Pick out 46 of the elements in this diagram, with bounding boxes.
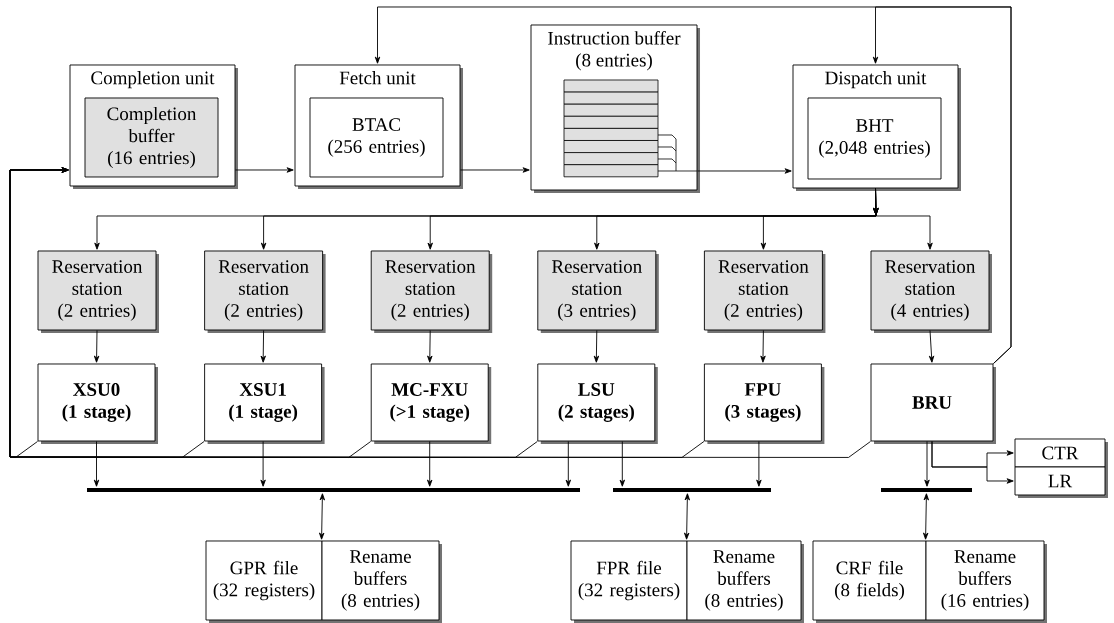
register-file-box: GPR file (32 registers) xyxy=(205,540,325,623)
reservation-station-box: Reservation station (2 entries) xyxy=(370,250,493,333)
register-file-box: Rename buffers (16 entries) xyxy=(925,540,1047,623)
arrow xyxy=(93,330,100,363)
arrow xyxy=(9,167,871,458)
arrow xyxy=(619,441,625,487)
double-arrow xyxy=(923,493,929,540)
arrow xyxy=(924,441,930,487)
reservation-station-box: Reservation station (2 entries) xyxy=(703,250,826,333)
register-file-box: Rename buffers (8 entries) xyxy=(321,540,442,623)
arrow xyxy=(931,441,1014,484)
arrow xyxy=(873,188,933,250)
arrow xyxy=(565,441,571,487)
execution-unit-box: LSU (2 stages) xyxy=(537,363,658,444)
arrow xyxy=(260,330,266,363)
arrow xyxy=(260,441,266,487)
arrow xyxy=(593,330,600,363)
arrow xyxy=(760,330,766,363)
register-file-box: FPR file (32 registers) xyxy=(570,540,690,623)
double-arrow xyxy=(319,493,325,540)
buffer-box: Completion buffer (16 entries) xyxy=(84,97,219,178)
double-arrow xyxy=(684,493,690,540)
arrow xyxy=(928,330,935,363)
arrow xyxy=(872,6,1012,364)
execution-unit-box: XSU0 (1 stage) xyxy=(37,363,158,444)
reservation-station-box: Reservation station (2 entries) xyxy=(204,250,326,333)
execution-unit-box: XSU1 (1 stage) xyxy=(204,363,325,444)
reservation-station-box: Reservation station (4 entries) xyxy=(870,250,992,333)
execution-unit-box: FPU (3 stages) xyxy=(703,363,825,444)
register-file-box: CRF file (8 fields) xyxy=(812,540,929,623)
arrow xyxy=(756,441,762,487)
register-box: CTR xyxy=(1014,438,1108,470)
arrow xyxy=(235,167,294,173)
arrow xyxy=(460,167,530,173)
register-file-box: Rename buffers (8 entries) xyxy=(686,540,804,623)
arrow xyxy=(427,441,433,487)
table-box: BTAC (256 entries) xyxy=(309,97,444,178)
arrow xyxy=(93,441,100,487)
arrow xyxy=(427,330,433,363)
execution-unit-box: MC-FXU (>1 stage) xyxy=(370,363,492,444)
reservation-station-box: Reservation station (2 entries) xyxy=(37,250,159,333)
execution-unit-box: BRU xyxy=(870,363,996,444)
reservation-station-box: Reservation station (3 entries) xyxy=(537,250,659,333)
arrow xyxy=(697,168,792,174)
table-box: BHT (2,048 entries) xyxy=(807,97,942,180)
register-box: LR xyxy=(1014,466,1108,498)
